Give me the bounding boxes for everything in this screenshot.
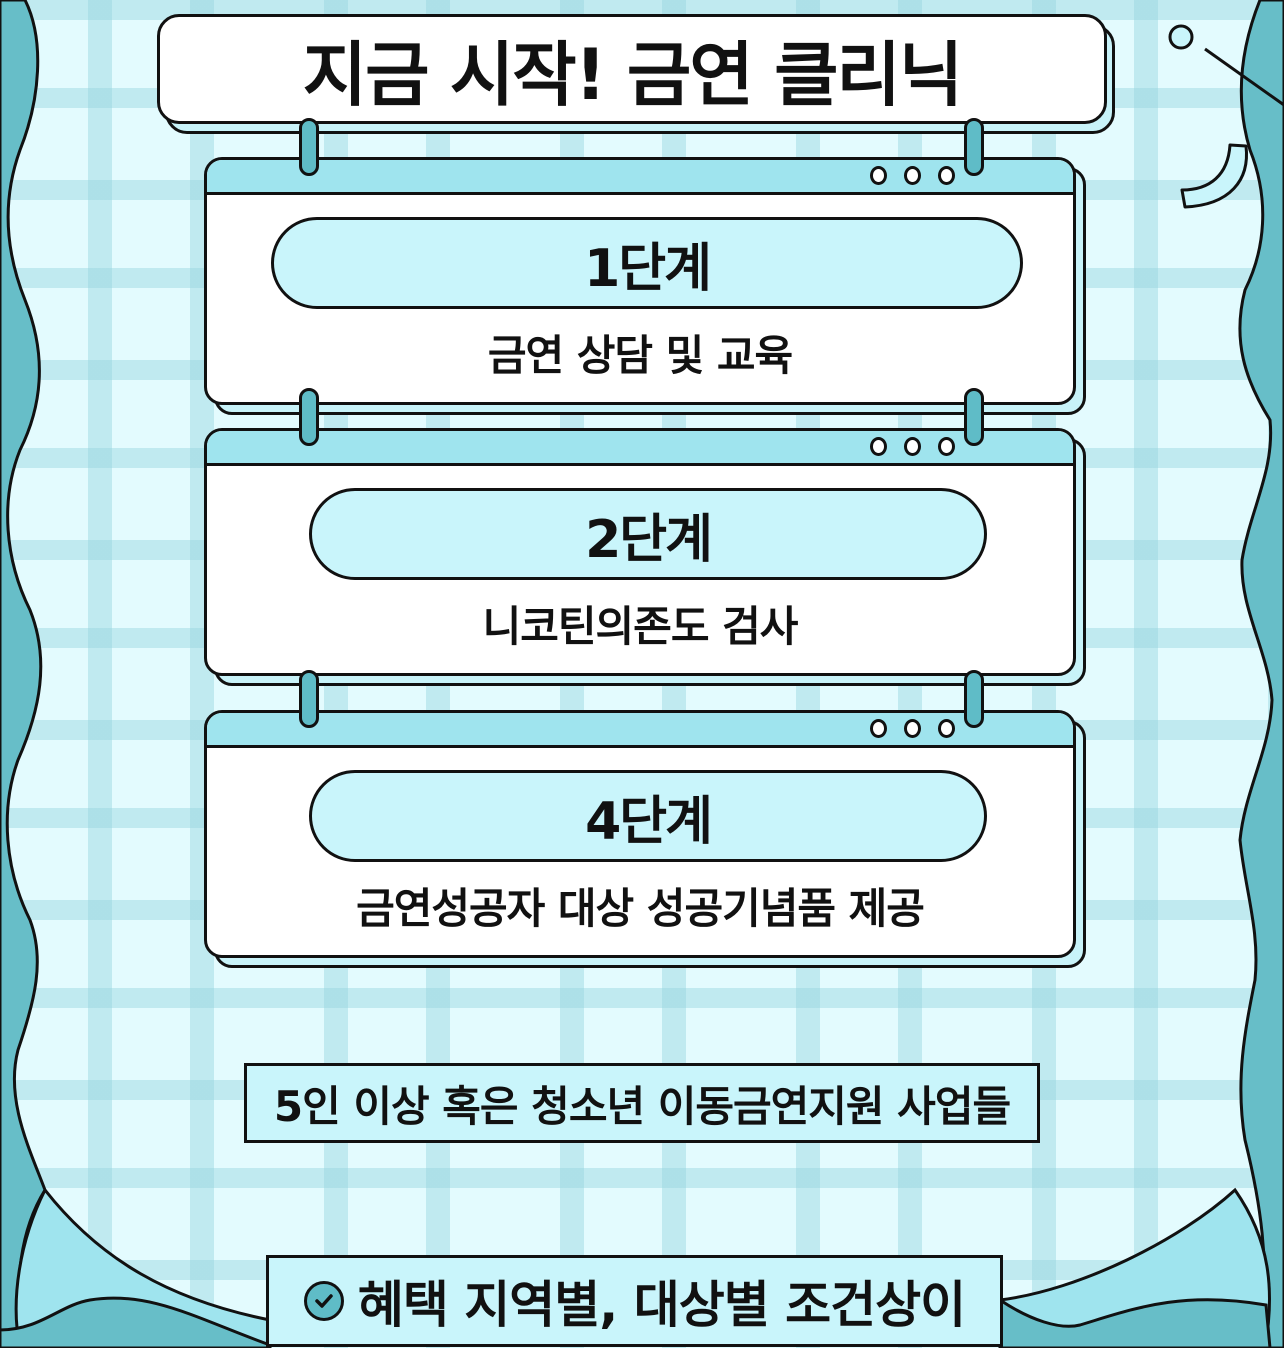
window-dots <box>870 166 955 185</box>
step-card-2: 2단계 니코틴의존도 검사 <box>204 428 1086 686</box>
dot-icon <box>870 166 887 185</box>
step-label-pill: 1단계 <box>271 217 1023 309</box>
hanger-ring-left <box>299 388 319 446</box>
step-card-4: 4단계 금연성공자 대상 성공기념품 제공 <box>204 710 1086 968</box>
step-card-face: 4단계 금연성공자 대상 성공기념품 제공 <box>204 710 1076 958</box>
dot-icon <box>938 166 955 185</box>
title-sign: 지금 시작! 금연 클리닉 <box>157 14 1115 134</box>
dot-icon <box>870 437 887 456</box>
hanger-ring-right <box>964 670 984 728</box>
step-card-face: 2단계 니코틴의존도 검사 <box>204 428 1076 676</box>
window-title-bar <box>207 713 1073 748</box>
step-card-face: 1단계 금연 상담 및 교육 <box>204 157 1076 405</box>
hanger-ring-left <box>299 670 319 728</box>
window-dots <box>870 437 955 456</box>
step-card-1: 1단계 금연 상담 및 교육 <box>204 157 1086 415</box>
step-label: 4단계 <box>585 791 713 852</box>
window-title-bar <box>207 160 1073 195</box>
window-dots <box>870 719 955 738</box>
hanger-ring-left <box>299 118 319 176</box>
step-label: 1단계 <box>584 238 712 299</box>
benefit-banner: 혜택 지역별, 대상별 조건상이 <box>266 1255 1003 1347</box>
step-label: 2단계 <box>585 509 713 570</box>
dot-icon <box>904 719 921 738</box>
notice-text: 5인 이상 혹은 청소년 이동금연지원 사업들 <box>273 1081 1011 1131</box>
dot-icon <box>938 719 955 738</box>
hanger-ring-right <box>964 118 984 176</box>
dot-icon <box>938 437 955 456</box>
step-label-pill: 4단계 <box>309 770 987 862</box>
dot-icon <box>904 437 921 456</box>
step-description: 금연 상담 및 교육 <box>487 331 793 380</box>
benefit-text: 혜택 지역별, 대상별 조건상이 <box>357 1276 966 1334</box>
title-sign-face: 지금 시작! 금연 클리닉 <box>157 14 1107 124</box>
page-title: 지금 시작! 금연 클리닉 <box>302 33 964 116</box>
window-title-bar <box>207 431 1073 466</box>
check-circle-icon <box>303 1281 344 1321</box>
hanger-ring-right <box>964 388 984 446</box>
dot-icon <box>870 719 887 738</box>
notice-banner: 5인 이상 혹은 청소년 이동금연지원 사업들 <box>244 1063 1040 1143</box>
dot-icon <box>904 166 921 185</box>
step-description: 금연성공자 대상 성공기념품 제공 <box>356 884 925 933</box>
step-label-pill: 2단계 <box>309 488 987 580</box>
step-description: 니코틴의존도 검사 <box>482 602 799 651</box>
